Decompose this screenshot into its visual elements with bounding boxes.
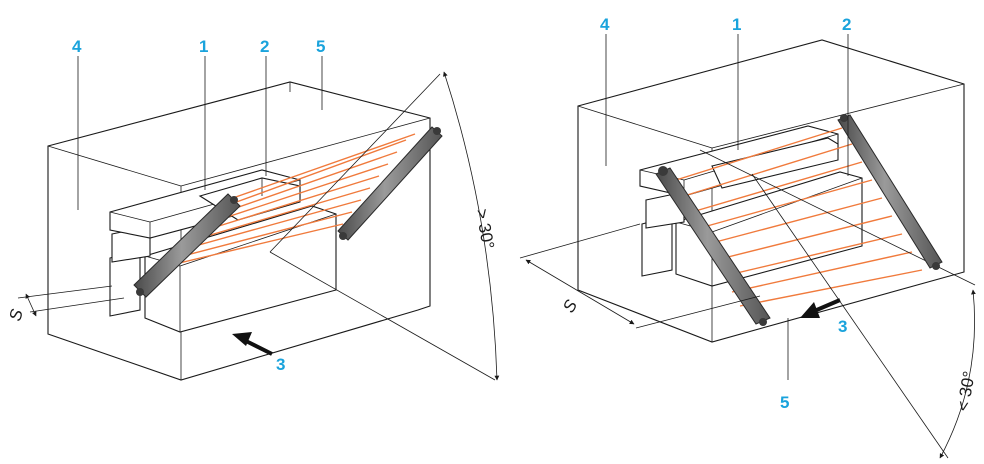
- right-approach-arrow: [800, 298, 841, 318]
- right-distance-label: S: [559, 296, 581, 316]
- left-angle-lines: [269, 71, 500, 381]
- left-callout-3: 3: [276, 355, 285, 374]
- left-distance-label: S: [6, 307, 27, 324]
- left-leader-lines: [77, 56, 323, 210]
- right-callout-4: 4: [600, 15, 610, 34]
- left-approach-arrow: [232, 332, 273, 356]
- left-distance-dimension: [17, 285, 125, 317]
- left-callout-2: 2: [260, 37, 269, 56]
- right-machine: [639, 125, 863, 287]
- right-angle-label: < 30°: [953, 370, 979, 413]
- left-callout-1: 1: [199, 37, 208, 56]
- right-light-beams: [675, 127, 923, 307]
- right-callout-3: 3: [838, 317, 847, 336]
- right-light-curtain-receiver: [837, 114, 943, 270]
- left-angle-label: > 30°: [472, 207, 498, 250]
- left-light-curtain-receiver: [337, 126, 443, 241]
- left-callout-4: 4: [72, 37, 82, 56]
- right-enclosure: [577, 39, 965, 343]
- right-callout-5: 5: [780, 393, 789, 412]
- right-distance-dimension: [519, 223, 761, 329]
- right-leader-lines: [605, 34, 849, 380]
- right-callout-1: 1: [732, 15, 741, 34]
- right-callout-2: 2: [842, 15, 851, 34]
- left-light-beams: [149, 133, 416, 271]
- left-light-curtain-emitter: [133, 193, 241, 298]
- right-light-curtain-emitter: [655, 166, 771, 326]
- left-callout-5: 5: [316, 37, 325, 56]
- left-machine: [109, 169, 337, 333]
- left-diagram: 4 1 2 5 3 S > 30°: [6, 37, 500, 381]
- right-diagram: 4 1 2 3 5 S < 30°: [519, 15, 979, 459]
